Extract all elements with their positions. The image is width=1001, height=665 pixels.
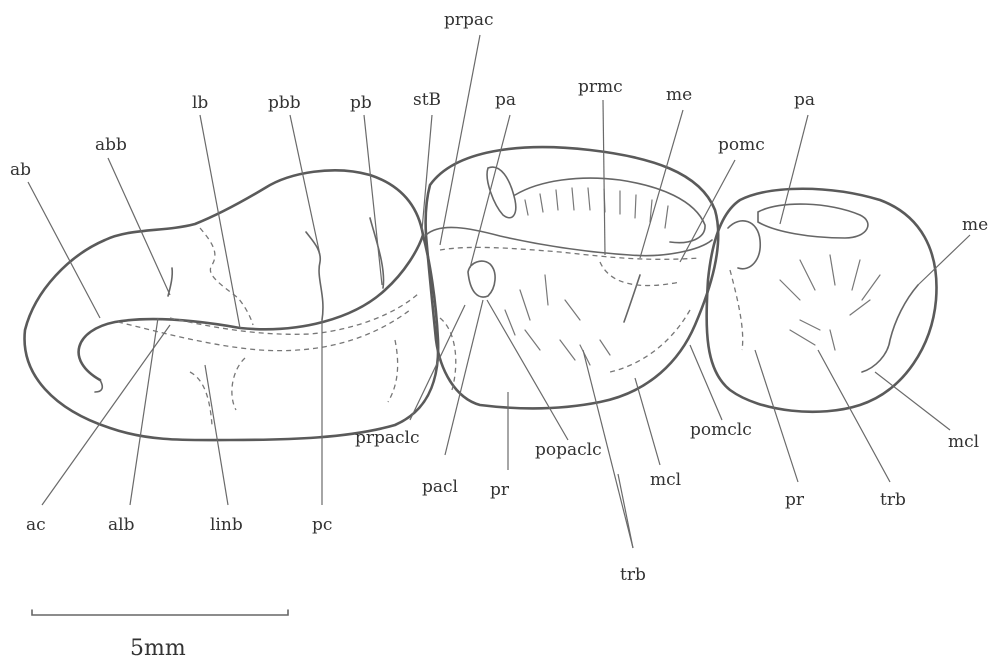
label-mcl-2: mcl: [948, 432, 979, 452]
label-me-2: me: [962, 215, 988, 235]
tooth-3-paracone: [758, 204, 868, 238]
label-pacl: pacl: [422, 477, 458, 497]
label-prmc: prmc: [578, 77, 623, 97]
labels: ab abb lb pbb pb stB prpac pa prmc me po…: [10, 10, 988, 585]
leader-lb: [200, 115, 240, 328]
tooth-2-paraconid: [468, 261, 495, 297]
tooth-3: [707, 189, 937, 412]
leader-me2: [918, 235, 970, 285]
tooth-2-dash-2: [600, 262, 680, 286]
leader-mcl2: [875, 372, 950, 430]
tooth-3-metacone-face: [862, 285, 918, 372]
label-lb: lb: [192, 93, 208, 113]
leader-pb: [364, 115, 382, 285]
label-abb: abb: [95, 135, 127, 155]
tooth-3-ridges: [780, 255, 880, 350]
leader-trb1-tail: [618, 474, 633, 548]
scale-bar-label: 5mm: [130, 636, 186, 660]
tooth-3-dash-1: [730, 270, 743, 350]
leader-pa1: [470, 115, 510, 268]
tooth-2-dash-4: [610, 310, 690, 372]
tooth-1-dash-5: [232, 358, 245, 410]
leader-linb: [205, 365, 228, 505]
leader-pomc: [680, 160, 735, 262]
leader-pr2: [755, 350, 798, 482]
tooth-2: [426, 147, 719, 408]
label-pa-1: pa: [495, 90, 516, 110]
label-me-1: me: [666, 85, 692, 105]
tooth-3-outline: [707, 189, 937, 412]
label-pc: pc: [312, 515, 332, 535]
label-prpaclc: prpaclc: [355, 428, 420, 448]
label-pr-2: pr: [785, 490, 805, 510]
tooth-1-dash-4: [190, 372, 212, 425]
leader-popaclc: [487, 300, 568, 440]
tooth-3-anterior-cusp: [728, 221, 760, 269]
label-alb: alb: [108, 515, 135, 535]
tooth-2-ridges-basin: [505, 275, 610, 365]
tooth-2-mesial-blade: [487, 167, 516, 218]
label-pbb: pbb: [268, 93, 301, 113]
tooth-1: [25, 170, 439, 440]
leader-abb: [108, 158, 170, 295]
label-mcl-1: mcl: [650, 470, 681, 490]
label-stB: stB: [413, 90, 441, 110]
tooth-1-dash-6: [388, 340, 398, 402]
label-ab: ab: [10, 160, 31, 180]
leader-pbb: [290, 115, 320, 255]
leader-prpac: [440, 35, 480, 245]
label-trb-1: trb: [620, 565, 646, 585]
leader-pa2: [780, 115, 808, 224]
tooth-1-outline: [25, 170, 439, 440]
label-ac: ac: [26, 515, 46, 535]
tooth-2-anterior-crest: [426, 227, 712, 255]
scale-bar: 5mm: [32, 610, 288, 660]
tooth-1-groove-a: [95, 380, 102, 392]
label-trb-2: trb: [880, 490, 906, 510]
leader-pomclc: [690, 345, 722, 420]
label-prpac: prpac: [444, 10, 494, 30]
label-popaclc: popaclc: [535, 440, 602, 460]
label-pb: pb: [350, 93, 372, 113]
leader-trb2: [818, 350, 890, 482]
tooth-1-inner-rim: [79, 235, 423, 380]
tooth-2-metaconid-crest: [624, 275, 640, 322]
leader-alb: [130, 318, 158, 505]
leader-me1: [640, 110, 683, 258]
label-pa-2: pa: [794, 90, 815, 110]
leader-pacl: [445, 300, 483, 455]
tooth-1-ridge-pbb: [306, 232, 323, 320]
scale-bar-line: [32, 610, 288, 615]
tooth-1-dash-3: [200, 228, 253, 325]
tooth-2-trigonid-basin: [515, 178, 705, 243]
leader-prmc: [603, 100, 605, 255]
label-pomclc: pomclc: [690, 420, 752, 440]
label-pr-1: pr: [490, 480, 510, 500]
leader-mcl1: [635, 378, 660, 465]
label-pomc: pomc: [718, 135, 765, 155]
leader-ac: [42, 325, 170, 505]
tooth-2-ridges-top: [525, 188, 668, 228]
label-linb: linb: [210, 515, 243, 535]
